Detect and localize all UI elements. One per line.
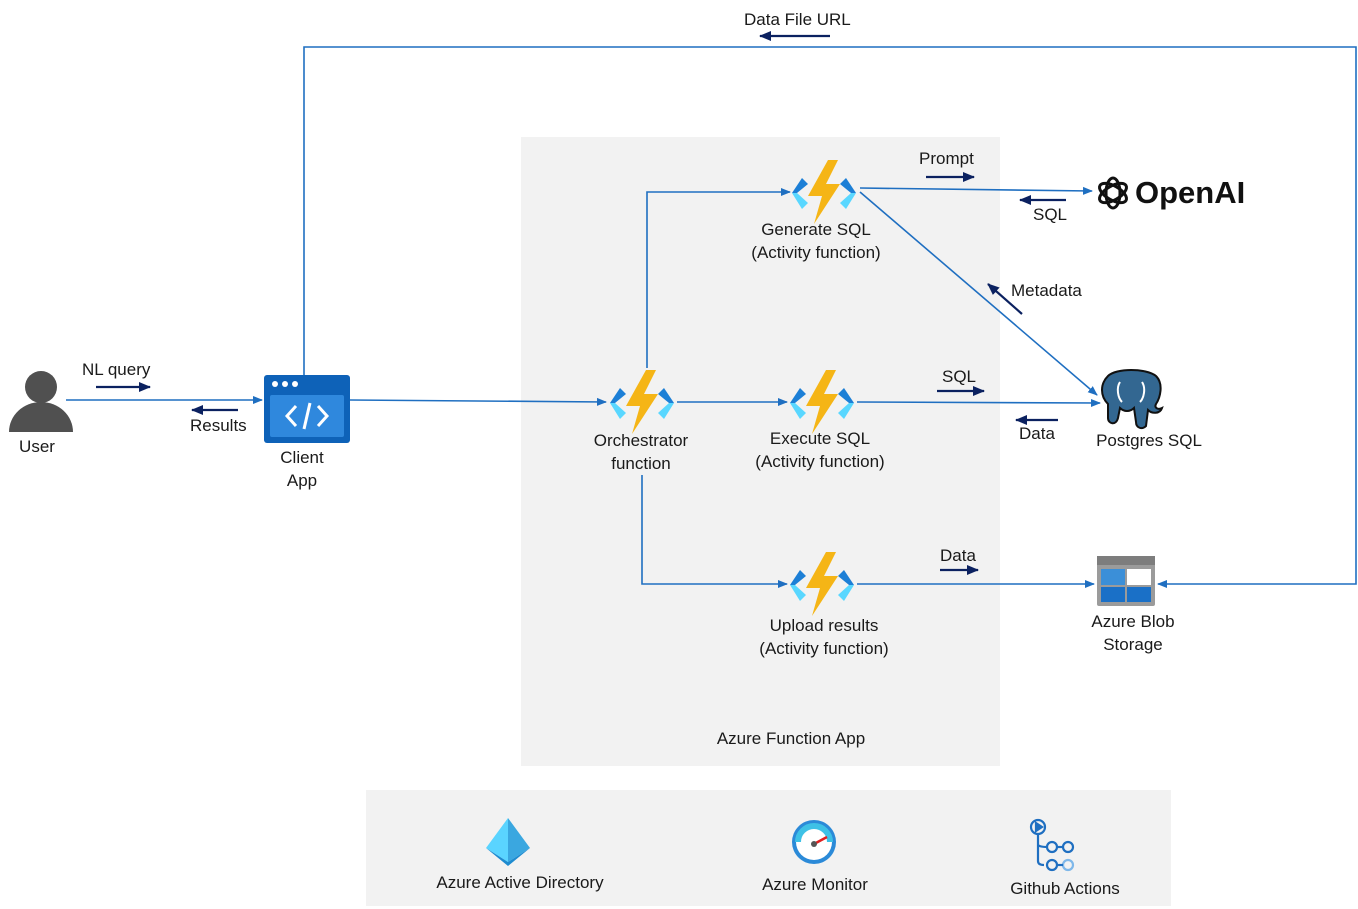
function-app-label: Azure Function App bbox=[716, 729, 866, 748]
code-window-icon bbox=[264, 375, 350, 443]
footer-label-azure-ad: Azure Active Directory bbox=[436, 873, 604, 892]
user-icon bbox=[9, 371, 73, 432]
flow-label-results: Results bbox=[190, 416, 247, 435]
orchestrator-node[interactable] bbox=[606, 368, 678, 436]
flow-label-prompt: Prompt bbox=[919, 149, 974, 168]
flow-label-sql-back: SQL bbox=[1033, 205, 1068, 224]
footer-item-azure-ad[interactable]: Azure Active Directory bbox=[420, 815, 620, 895]
client-app-label: Client App bbox=[280, 448, 324, 490]
wire-orch-upload bbox=[641, 475, 788, 588]
execute-sql-label: Execute SQL (Activity function) bbox=[755, 429, 885, 471]
wire-datafileurl bbox=[303, 46, 1357, 588]
openai-node[interactable]: OpenAI bbox=[1094, 172, 1254, 214]
postgres-elephant-icon bbox=[1101, 369, 1164, 430]
flow-label-sql-exec: SQL bbox=[942, 367, 977, 386]
azure-function-icon bbox=[790, 370, 854, 434]
github-actions-icon bbox=[1029, 818, 1075, 872]
flow-label-metadata: Metadata bbox=[1011, 281, 1082, 300]
user-label: User bbox=[19, 437, 55, 456]
postgres-node[interactable] bbox=[1098, 368, 1166, 430]
footer-label-azure-monitor: Azure Monitor bbox=[762, 875, 868, 894]
postgres-label: Postgres SQL bbox=[1096, 431, 1202, 450]
generate-sql-label: Generate SQL (Activity function) bbox=[751, 220, 881, 262]
orchestrator-label: Orchestrator function bbox=[593, 431, 689, 473]
azure-monitor-icon bbox=[792, 820, 836, 864]
azure-function-app-group bbox=[521, 137, 1000, 766]
upload-results-label: Upload results (Activity function) bbox=[759, 616, 889, 658]
wire-orch-generate bbox=[646, 188, 791, 368]
azure-ad-icon bbox=[486, 818, 530, 866]
flow-label-data-upload: Data bbox=[940, 546, 976, 565]
azure-function-icon bbox=[610, 370, 674, 434]
generate-sql-node[interactable] bbox=[788, 158, 860, 226]
blob-storage-node[interactable] bbox=[1097, 556, 1155, 606]
openai-label: OpenAI bbox=[1135, 175, 1246, 210]
execute-sql-node[interactable] bbox=[786, 368, 858, 436]
blob-storage-label: Azure Blob Storage bbox=[1091, 612, 1175, 654]
arrow-metadata bbox=[987, 283, 1023, 315]
flow-label-nl-query: NL query bbox=[82, 360, 151, 379]
footer-label-github-actions: Github Actions bbox=[1010, 879, 1120, 898]
flow-label-data-back: Data bbox=[1019, 424, 1055, 443]
wire-execute-postgres bbox=[856, 398, 1101, 407]
blob-storage-icon bbox=[1097, 556, 1155, 606]
openai-logo-icon bbox=[1098, 176, 1128, 210]
upload-results-node[interactable] bbox=[786, 550, 858, 618]
azure-function-icon bbox=[790, 552, 854, 616]
azure-function-icon bbox=[792, 160, 856, 224]
client-app-node[interactable] bbox=[264, 375, 350, 443]
footer-item-github-actions[interactable]: Github Actions bbox=[990, 815, 1140, 898]
footer-item-azure-monitor[interactable]: Azure Monitor bbox=[740, 815, 890, 895]
wire-client-orchestrator bbox=[349, 397, 607, 406]
user-node[interactable] bbox=[8, 370, 74, 432]
flow-label-data-file-url: Data File URL bbox=[744, 10, 851, 29]
wire-generate-openai bbox=[859, 186, 1093, 195]
wire-generate-postgres bbox=[859, 191, 1098, 396]
